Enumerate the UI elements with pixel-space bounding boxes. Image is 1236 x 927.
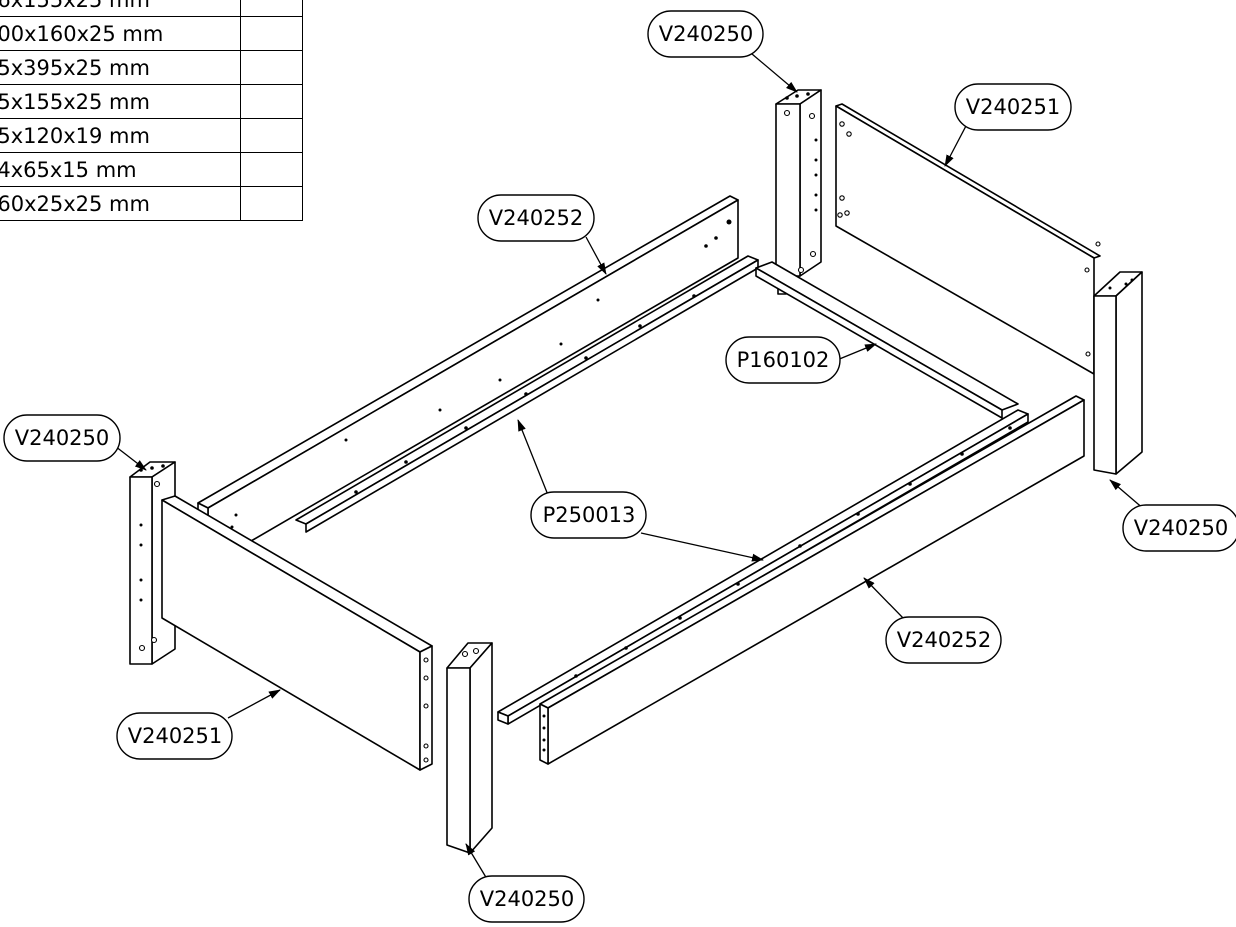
side-rail-front bbox=[539, 395, 1085, 765]
dimension-cell: 65x120x19 mm bbox=[0, 118, 241, 153]
quantity-cell bbox=[240, 118, 303, 153]
quantity-cell bbox=[240, 50, 303, 85]
footboard-panel bbox=[161, 495, 433, 771]
center-beam bbox=[755, 261, 1019, 419]
quantity-cell bbox=[240, 186, 303, 221]
slat-rail-front bbox=[497, 409, 1029, 725]
callout-label: V240250 bbox=[659, 22, 754, 46]
callout-label: V240250 bbox=[15, 426, 110, 450]
callout-label: V240251 bbox=[128, 724, 223, 748]
callout-label: V240251 bbox=[966, 95, 1061, 119]
dimension-cell: 14x65x15 mm bbox=[0, 152, 241, 187]
callout-leg-back-right: V240250 bbox=[1122, 504, 1236, 552]
table-row: 65x120x19 mm bbox=[0, 118, 303, 153]
leg-back-left bbox=[775, 89, 822, 295]
side-rail-back bbox=[197, 195, 739, 567]
headboard-panel bbox=[835, 103, 1101, 375]
callout-label: V240250 bbox=[1134, 516, 1229, 540]
table-row: 14x65x15 mm bbox=[0, 152, 303, 187]
leg-back-right bbox=[1093, 271, 1143, 475]
callout-headboard: V240251 bbox=[954, 83, 1072, 131]
leader-lines bbox=[110, 53, 1146, 880]
dimension-cell: 000x160x25 mm bbox=[0, 16, 241, 51]
parts-list-table: 36x155x25 mm 000x160x25 mm 65x395x25 mm … bbox=[0, 0, 303, 221]
table-row: 960x25x25 mm bbox=[0, 186, 303, 221]
slat-rail-back bbox=[295, 255, 759, 533]
callout-label: P160102 bbox=[737, 348, 830, 372]
callout-label: V240252 bbox=[897, 628, 992, 652]
dimension-cell: 95x155x25 mm bbox=[0, 84, 241, 119]
dimension-cell: 960x25x25 mm bbox=[0, 186, 241, 221]
leg-front-center bbox=[446, 642, 493, 854]
callout-leg-front-left: V240250 bbox=[3, 414, 121, 462]
callout-label: V240252 bbox=[489, 206, 584, 230]
callout-footboard: V240251 bbox=[116, 712, 233, 760]
callout-leg-back-left: V240250 bbox=[647, 10, 764, 58]
callout-slat-rails: P250013 bbox=[530, 491, 647, 539]
callout-side-rail-front: V240252 bbox=[885, 616, 1002, 664]
quantity-cell bbox=[240, 84, 303, 119]
callout-label: P250013 bbox=[543, 503, 636, 527]
callout-center-beam: P160102 bbox=[725, 336, 841, 384]
callout-leg-front-center: V240250 bbox=[468, 875, 585, 923]
callout-side-rail-back: V240252 bbox=[477, 194, 595, 242]
callout-label: V240250 bbox=[480, 887, 575, 911]
table-row: 95x155x25 mm bbox=[0, 84, 303, 119]
table-row: 36x155x25 mm bbox=[0, 0, 303, 17]
table-row: 65x395x25 mm bbox=[0, 50, 303, 85]
